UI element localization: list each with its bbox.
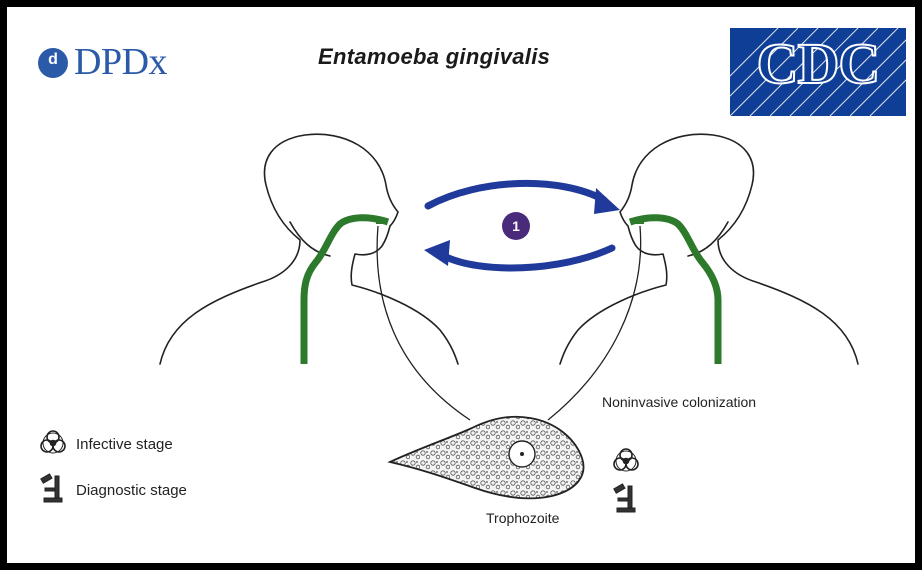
stage-label: Trophozoite <box>486 510 559 526</box>
legend-infective-label: Infective stage <box>76 436 173 453</box>
transmission-cycle: 1 <box>424 183 620 268</box>
left-mouth-mark <box>376 218 386 224</box>
right-mouth-mark <box>634 218 644 224</box>
arrow-head-right <box>594 188 620 214</box>
left-oral-tract <box>304 218 388 364</box>
right-oral-tract <box>630 218 718 364</box>
legend-microscope-icon <box>41 474 62 502</box>
legend-diagnostic-label: Diagnostic stage <box>76 482 187 499</box>
arrow-to-left <box>444 248 612 268</box>
arrow-head-left <box>424 240 450 266</box>
trophozoite-illustration <box>390 417 584 499</box>
left-connector-line <box>377 226 470 420</box>
arrow-to-right <box>428 183 604 206</box>
microscope-icon <box>614 484 635 512</box>
biohazard-icon <box>614 449 638 471</box>
legend-biohazard-icon <box>41 431 65 453</box>
left-host-silhouette <box>160 134 458 364</box>
step-one-number: 1 <box>512 218 520 234</box>
colonization-label: Noninvasive colonization <box>602 394 756 410</box>
